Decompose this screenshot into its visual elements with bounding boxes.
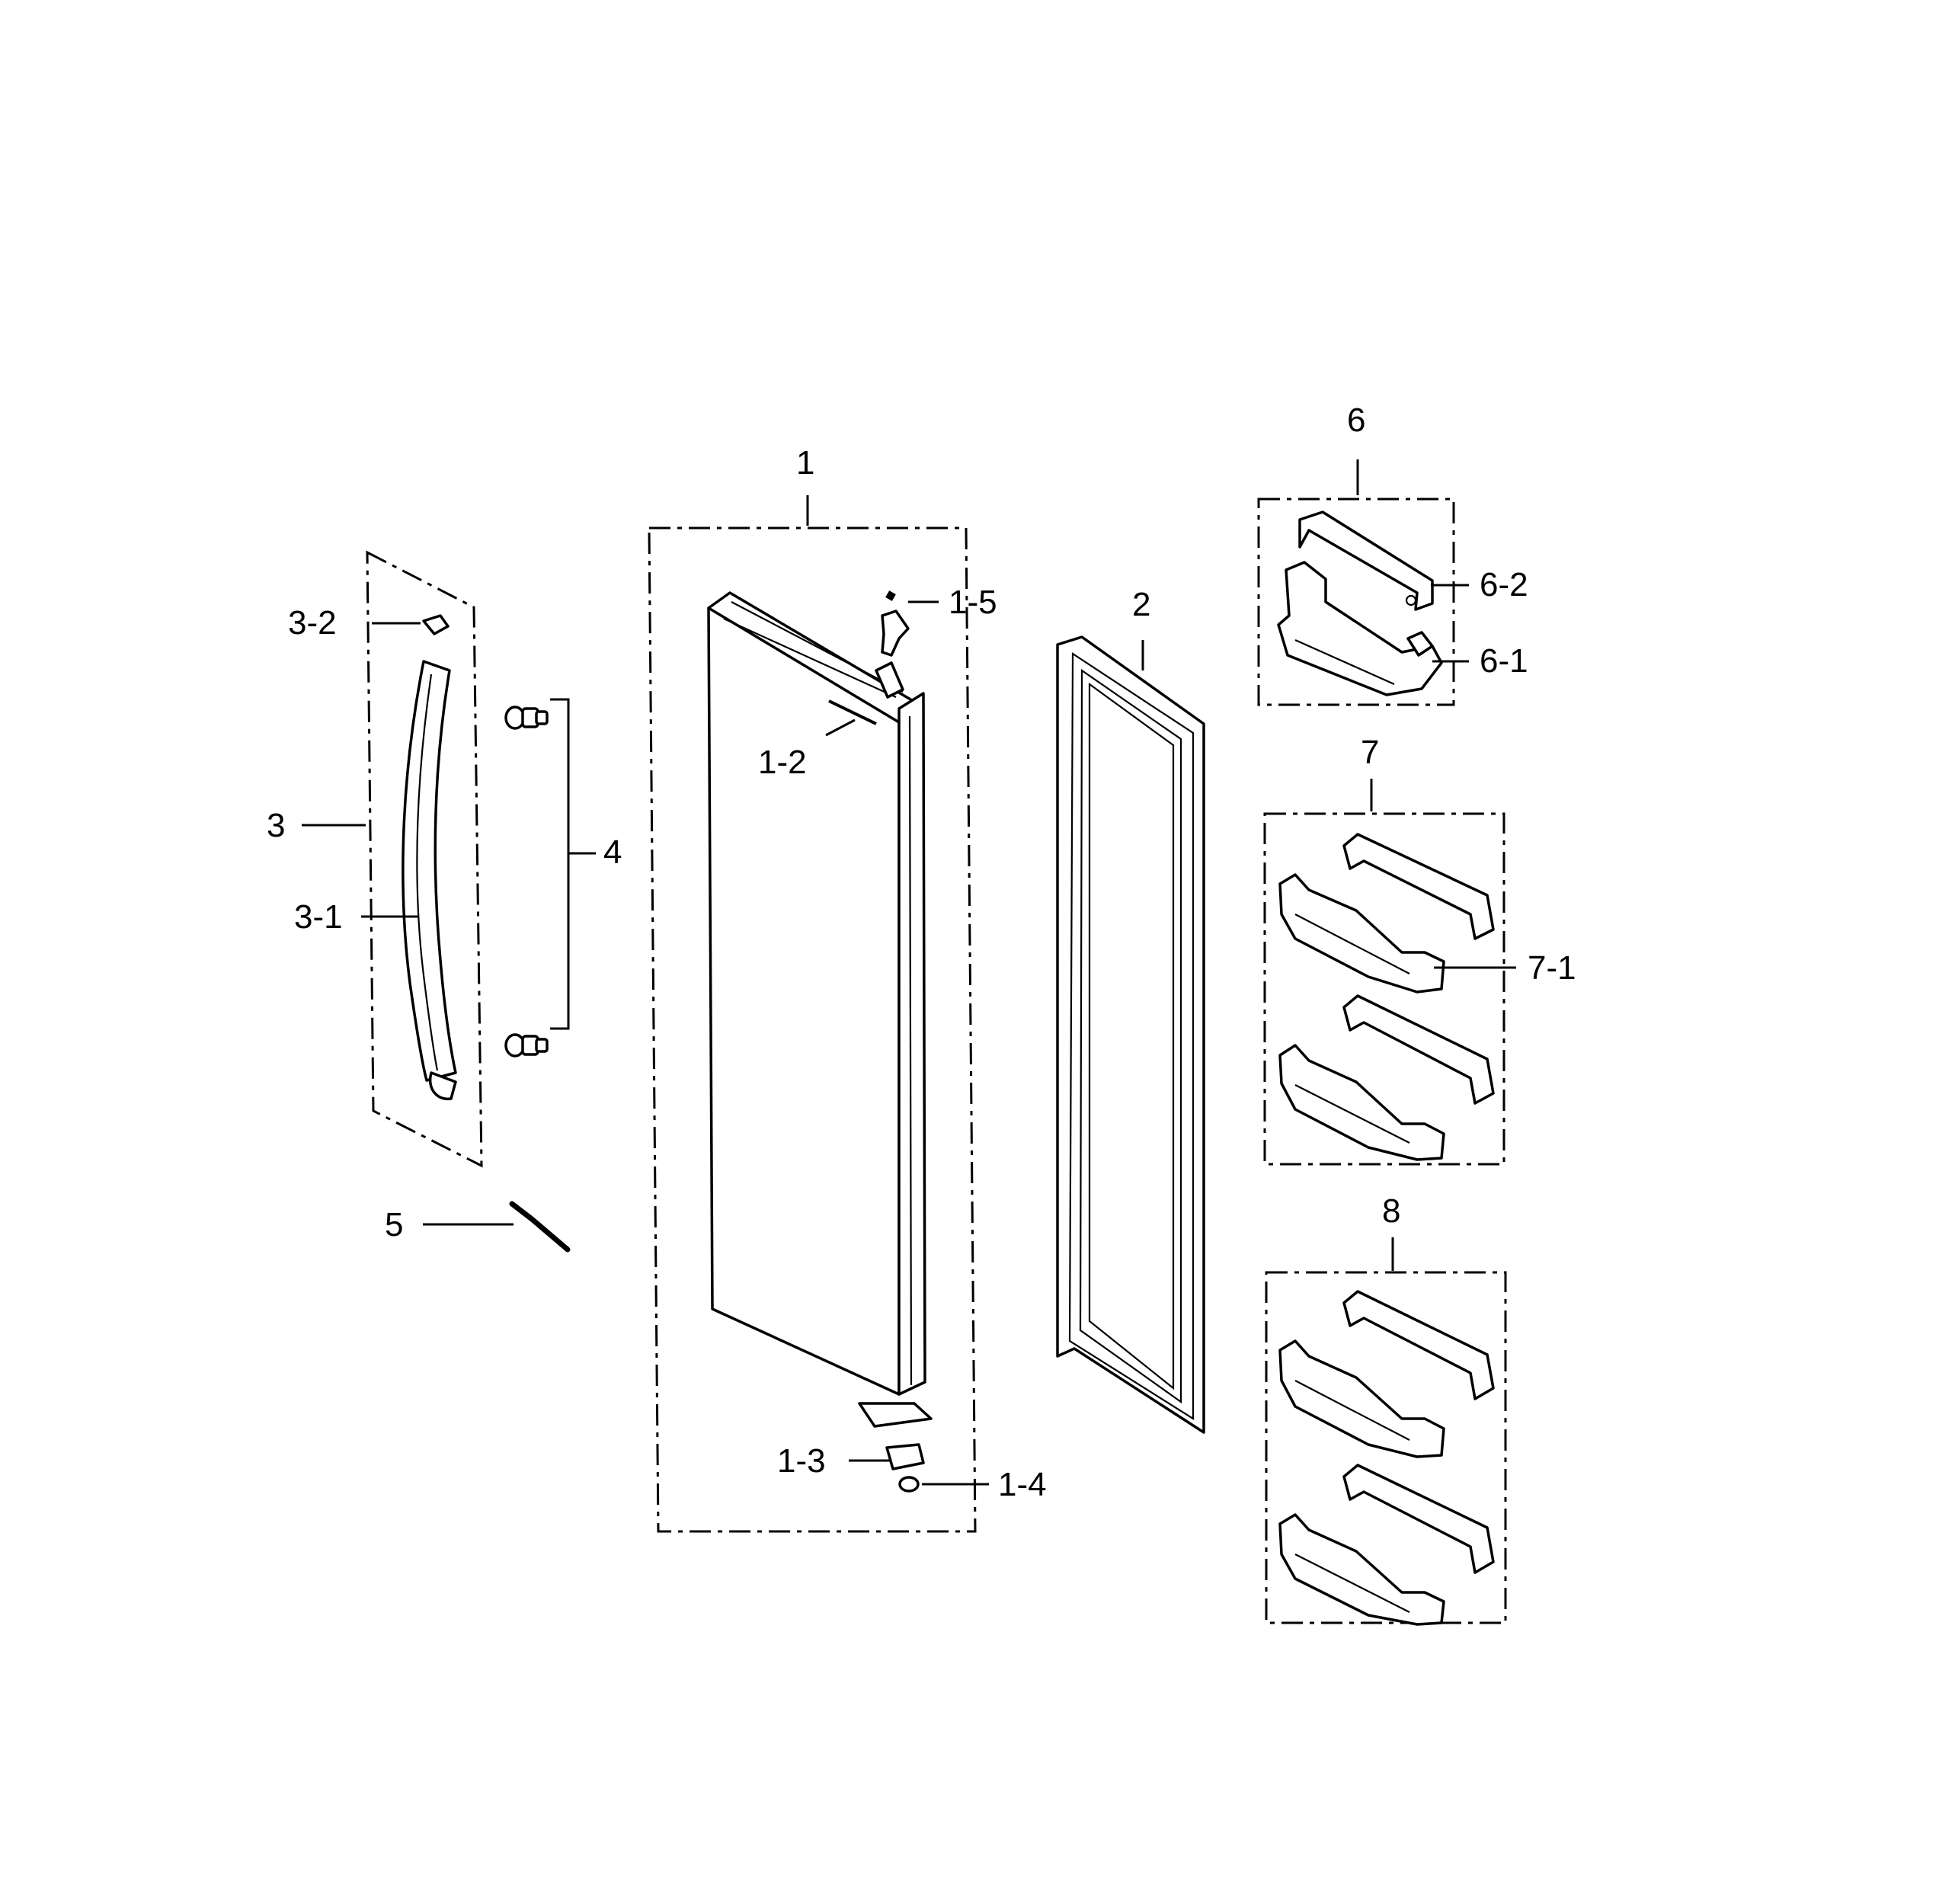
callout-1: 1 [796, 444, 814, 482]
screws-bracket-line [550, 698, 596, 1030]
door-assembly-outline [648, 526, 977, 1533]
callout-2: 2 [1132, 586, 1150, 623]
screw-bottom-part[interactable] [504, 1033, 549, 1058]
handle-screws-group[interactable] [504, 698, 596, 1058]
handle-bar-part[interactable] [402, 660, 457, 1082]
hinge-washer-part[interactable] [898, 1476, 920, 1493]
handle-cap-bottom-part[interactable] [428, 1071, 457, 1101]
guard-bin-part[interactable] [1277, 561, 1443, 696]
leader-lines [302, 459, 1516, 1486]
callout-8: 8 [1382, 1192, 1400, 1230]
door-gasket-part[interactable] [1056, 635, 1205, 1434]
handle-assembly-outline [366, 550, 483, 1168]
callout-1-2: 1-2 [758, 744, 807, 781]
callout-3: 3 [267, 807, 285, 844]
guard-bottom-bin-lower-part[interactable] [1278, 1464, 1495, 1626]
guard-assembly-top-outline [1257, 498, 1455, 706]
callout-6-1: 6-1 [1480, 642, 1528, 680]
allen-wrench-part[interactable] [509, 1201, 571, 1253]
callout-7-1: 7-1 [1528, 949, 1576, 987]
guard-assembly-middle-group[interactable] [1263, 812, 1505, 1166]
callout-6: 6 [1347, 402, 1365, 439]
guard-cover-part[interactable] [1298, 510, 1434, 611]
door-panel-part[interactable] [707, 591, 926, 1396]
callout-1-5: 1-5 [949, 584, 997, 621]
handle-assembly-group[interactable] [366, 550, 483, 1168]
guard-assembly-bottom-group[interactable] [1265, 1271, 1507, 1626]
handle-cap-top-part[interactable] [422, 614, 450, 635]
guard-assembly-bottom-outline [1265, 1271, 1507, 1624]
callout-6-2: 6-2 [1480, 566, 1528, 603]
callout-1-3: 1-3 [777, 1442, 826, 1480]
guard-bottom-bin-upper-part[interactable] [1278, 1290, 1495, 1458]
upper-hinge-block-part[interactable] [875, 661, 904, 699]
callout-5: 5 [385, 1206, 403, 1243]
callout-7: 7 [1361, 734, 1379, 771]
guard-assembly-middle-outline [1263, 812, 1505, 1166]
screw-top-part[interactable] [504, 706, 549, 730]
callout-3-2: 3-2 [288, 604, 337, 642]
guard-middle-bin-lower-part[interactable] [1278, 994, 1495, 1161]
door-assembly-group[interactable] [648, 526, 977, 1533]
callout-3-1: 3-1 [294, 898, 343, 936]
handle-bar-inner-line [416, 674, 439, 1071]
guard-assembly-top-group[interactable] [1257, 498, 1455, 706]
lower-hinge-part[interactable] [858, 1402, 933, 1470]
hinge-cover-part[interactable] [881, 590, 910, 657]
guard-middle-bin-part[interactable] [1278, 833, 1495, 994]
door-badge-part[interactable] [828, 699, 877, 725]
callout-1-4: 1-4 [998, 1466, 1047, 1503]
callout-4: 4 [603, 834, 622, 871]
callout-labels: 1 1-5 1-2 1-3 1-4 2 3 3-2 3-1 4 5 6 6-2 … [267, 402, 1576, 1503]
